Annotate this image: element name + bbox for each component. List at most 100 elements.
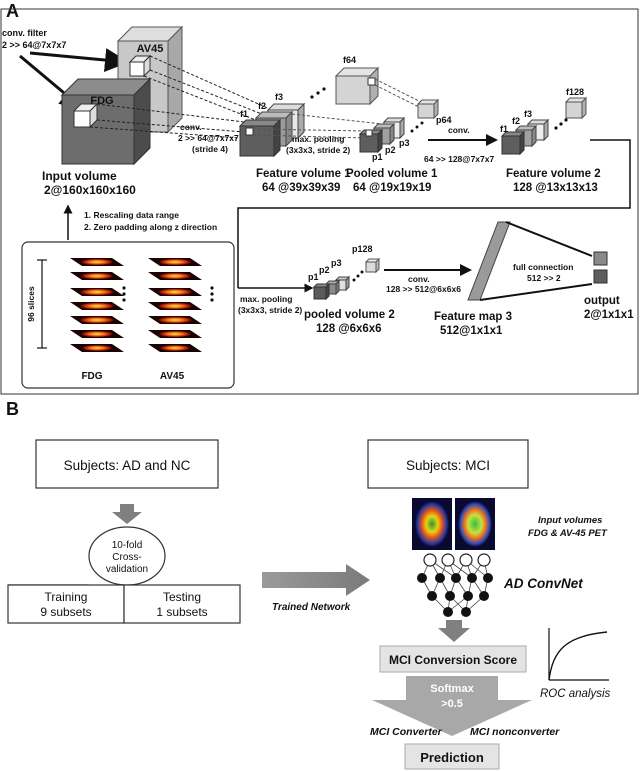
conv2-spec: 64 >> 128@7x7x7 [424, 154, 494, 164]
label-f128: f128 [566, 87, 584, 97]
label-pv2-p1: p1 [308, 272, 319, 282]
fc-line-top [505, 221, 593, 257]
pooled-volume-1-stack [358, 116, 406, 154]
conv-filter-title: conv. filter [2, 28, 47, 38]
training-title: Training [45, 590, 88, 604]
output-dims: 2@1x1x1 [584, 309, 634, 321]
label-p2: p2 [385, 145, 396, 155]
cv-line-3: validation [106, 564, 148, 575]
pet-brain-fdg [415, 501, 449, 547]
arrow-down-score [438, 620, 470, 642]
trained-network-label: Trained Network [272, 602, 351, 613]
av45-slices-label: AV45 [160, 371, 185, 382]
pool1-projection-lines [252, 78, 426, 139]
feature-map-3-dims: 512@1x1x1 [440, 325, 503, 337]
pooled-volume-1-title: Pooled volume 1 [346, 168, 438, 180]
input-volumes-subtitle: FDG & AV-45 PET [528, 528, 608, 539]
label-p64: p64 [436, 115, 452, 125]
label-pv2-p3: p3 [331, 258, 342, 268]
mci-conversion-score-box [379, 645, 527, 673]
preprocess-step-1: 1. Rescaling data range [84, 210, 179, 220]
conv2-title: conv. [448, 125, 470, 135]
subjects-ad-nc-text: Subjects: AD and NC [64, 458, 191, 473]
training-box [7, 584, 125, 624]
arrow-down-cv [112, 504, 142, 524]
mci-conversion-score-text: MCI Conversion Score [389, 653, 517, 667]
label-pv2-p2: p2 [319, 265, 330, 275]
full-connection-title: full connection [513, 262, 573, 272]
feature-volume-2-dims: 128 @13x13x13 [513, 182, 598, 194]
fdg-slices [70, 258, 124, 352]
maxpool2-title: max. pooling [240, 294, 292, 304]
maxpool2-spec: (3x3x3, stride 2) [238, 305, 302, 315]
input-volume-dims: 2@160x160x160 [44, 183, 136, 197]
label-f64: f64 [343, 55, 356, 65]
f64-cube [334, 66, 380, 106]
input-volumes-title: Input volumes [538, 515, 602, 526]
output-title: output [584, 295, 620, 307]
pooled-volume-2-stack [312, 275, 351, 301]
mci-nonconverter-label: MCI nonconverter [470, 726, 560, 738]
conv1-stride: (stride 4) [192, 144, 228, 154]
output-node-2 [593, 269, 608, 284]
label-fv2-f1: f1 [500, 124, 508, 134]
fdg-slices-label: FDG [81, 371, 102, 382]
conv1-spec: 2 >> 64@7x7x7 [178, 133, 239, 143]
testing-box [123, 584, 241, 624]
cv-line-1: 10-fold [112, 540, 143, 551]
roc-analysis-label: ROC analysis [540, 688, 611, 700]
mci-converter-label: MCI Converter [370, 726, 443, 738]
pet-slices-box [21, 241, 235, 389]
conv1-projection-lines [89, 55, 273, 139]
prediction-text: Prediction [420, 750, 484, 765]
prediction-box [404, 743, 500, 770]
label-fv2-f2: f2 [512, 116, 520, 126]
pet-brain-av45 [458, 501, 492, 547]
av45-slices [148, 258, 202, 352]
panel-a-frame [0, 8, 639, 395]
p128-cube [364, 257, 381, 274]
label-f2: f2 [258, 101, 266, 111]
pooled-volume-1-dims: 64 @19x19x19 [353, 182, 431, 194]
label-p128: p128 [352, 244, 373, 254]
subjects-mci-box [367, 439, 529, 489]
fc-line-bottom [479, 283, 593, 301]
label-fv2-f3: f3 [524, 109, 532, 119]
av45-cube-label: AV45 [137, 43, 164, 55]
label-f3: f3 [275, 92, 283, 102]
arrow-filter-av45 [29, 48, 129, 72]
conv-filter-spec: 2 >> 64@7x7x7 [2, 40, 66, 50]
conv3-title: conv. [408, 274, 430, 284]
feature-volume-1-title: Feature volume 1 [256, 168, 351, 180]
connector-fv2-to-pool2 [237, 139, 631, 288]
label-p1: p1 [372, 152, 383, 162]
pooled-volume-2-dims: 128 @6x6x6 [316, 323, 382, 335]
fdg-cube: FDG [60, 77, 152, 166]
arrow-trained-network [262, 564, 370, 596]
subjects-mci-text: Subjects: MCI [406, 458, 490, 473]
conv1-title: conv. [180, 122, 202, 132]
maxpool1-title: max. pooling [292, 134, 344, 144]
softmax-label: Softmax [430, 683, 474, 695]
feature-volume-2-title: Feature volume 2 [506, 168, 601, 180]
preprocess-step-2: 2. Zero padding along z direction [84, 222, 217, 232]
maxpool1-spec: (3x3x3, stride 2) [286, 145, 350, 155]
roc-curve-glyph [548, 628, 609, 681]
input-volume-title: Input volume [42, 169, 117, 183]
slices-count-label: 96 slices [26, 286, 36, 322]
ad-convnet-label: AD ConvNet [503, 576, 583, 591]
feature-volume-1-dims: 64 @39x39x39 [262, 182, 340, 194]
pooled-volume-2-title: pooled volume 2 [304, 309, 395, 321]
panel-a-letter: A [6, 1, 19, 21]
label-f1: f1 [240, 109, 248, 119]
neural-network-glyph [421, 559, 489, 613]
full-connection-spec: 512 >> 2 [527, 273, 561, 283]
softmax-funnel [372, 676, 532, 736]
testing-subsets: 1 subsets [156, 605, 207, 619]
feature-volume-2-stack [500, 118, 550, 156]
panel-b-letter: B [6, 399, 19, 419]
cv-line-2: Cross- [112, 552, 141, 563]
testing-title: Testing [163, 590, 201, 604]
training-subsets: 9 subsets [40, 605, 91, 619]
